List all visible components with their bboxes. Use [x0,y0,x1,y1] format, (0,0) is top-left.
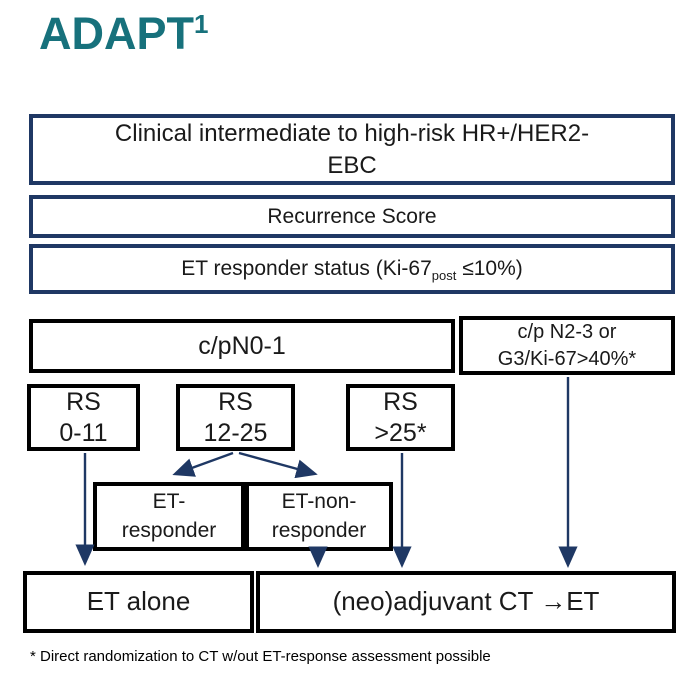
n23-line1: c/p N2-3 or [517,320,617,343]
et-status-label: ET responder status (Ki-67post ≤10%) [181,257,523,284]
title-text: ADAPT [39,8,194,59]
etnon-line2: responder [271,518,367,542]
node-rs-gt25: RS >25* [346,384,455,451]
node-cpn0-1: c/pN0-1 [29,319,455,373]
rs011-line1: RS [66,388,101,416]
etnon-line1: ET-non- [281,490,357,514]
arrow-rs1225-to-et-non-responder [238,451,318,479]
ki67-subscript: post [431,268,457,284]
et-responder-status-box: ET responder status (Ki-67post ≤10%) [29,244,675,294]
neoadj-label: (neo)adjuvant CT →ET [332,586,600,617]
rs011-line2: 0-11 [59,418,108,447]
node-rs-12-25: RS 12-25 [176,384,295,451]
etresp-line2: responder [121,518,217,542]
node-rs-0-11: RS 0-11 [27,384,140,451]
rs25-line1: RS [383,388,418,416]
page-title: ADAPT1 [39,8,208,60]
etalone-label: ET alone [86,586,191,617]
node-et-responder: ET- responder [93,482,245,551]
arrow-rs1225-to-et-responder [172,451,234,477]
cpn01-label: c/pN0-1 [198,331,286,360]
recurrence-label: Recurrence Score [267,204,437,228]
etresp-line1: ET- [152,490,186,514]
node-n2-3-highrisk: c/p N2-3 or G3/Ki-67>40%* [459,316,675,375]
clinical-line2: EBC [327,151,377,179]
recurrence-score-box: Recurrence Score [29,195,675,238]
title-superscript: 1 [194,9,209,39]
footnote: * Direct randomization to CT w/out ET-re… [30,648,491,665]
node-et-non-responder: ET-non- responder [245,482,393,551]
rs25-line2: >25* [374,418,427,447]
rs1225-line1: RS [218,388,253,416]
rs1225-line2: 12-25 [203,418,268,447]
clinical-population-box: Clinical intermediate to high-risk HR+/H… [29,114,675,185]
clinical-line1: Clinical intermediate to high-risk HR+/H… [114,120,590,148]
node-neoadjuvant-ct: (neo)adjuvant CT →ET [256,571,676,633]
node-et-alone: ET alone [23,571,254,633]
n23-line2: G3/Ki-67>40%* [497,347,637,370]
